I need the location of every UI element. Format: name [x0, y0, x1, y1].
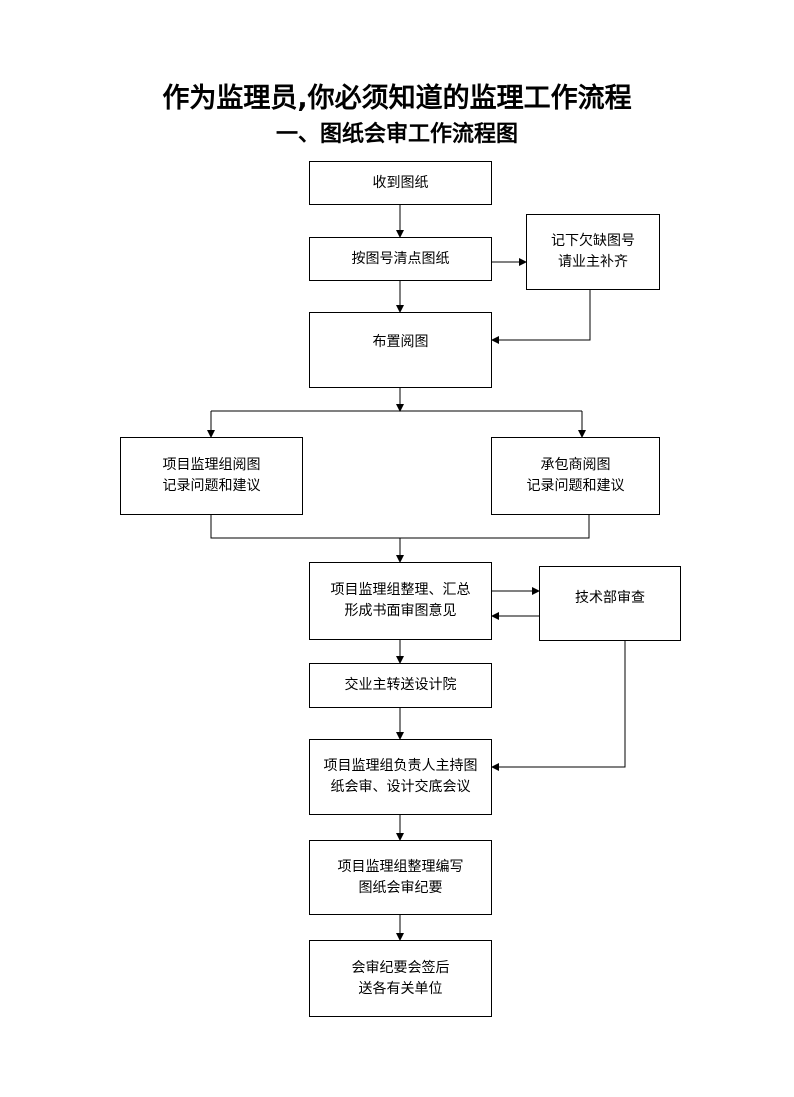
node-label-line2: 形成书面审图意见	[344, 603, 457, 619]
node-check-drawings: 按图号清点图纸	[309, 237, 492, 281]
node-label-line2: 请业主补齐	[558, 254, 628, 270]
arrow-tech-to-meeting	[491, 641, 626, 771]
node-contractor-review: 承包商阅图 记录问题和建议	[491, 437, 660, 515]
node-label-line1: 项目监理组整理编写	[337, 858, 464, 875]
node-review-meeting: 项目监理组负责人主持图 纸会审、设计交底会议	[309, 739, 492, 815]
node-label-line1: 项目监理组整理、汇总	[330, 582, 471, 598]
node-label-line2: 记录问题和建议	[526, 478, 625, 494]
page-title: 作为监理员,你必须知道的监理工作流程	[162, 83, 632, 114]
node-label: 布置阅图	[372, 334, 429, 350]
node-label-line2: 纸会审、设计交底会议	[330, 779, 471, 795]
merge-line	[210, 515, 590, 539]
node-supervisor-review: 项目监理组阅图 记录问题和建议	[120, 437, 303, 515]
arrow-missing-to-arrange	[491, 290, 591, 344]
node-meeting-minutes: 项目监理组整理编写 图纸会审纪要	[309, 840, 492, 915]
node-arrange-reading: 布置阅图	[309, 312, 492, 388]
node-label-line1: 项目监理组阅图	[162, 457, 261, 473]
node-label: 收到图纸	[372, 174, 429, 191]
node-label: 按图号清点图纸	[351, 250, 450, 267]
node-distribute-minutes: 会审纪要会签后 送各有关单位	[309, 940, 492, 1017]
node-label-line2: 记录问题和建议	[162, 478, 261, 494]
node-label: 技术部审查	[575, 590, 645, 606]
node-tech-dept-review: 技术部审查	[539, 566, 681, 641]
node-receive-drawings: 收到图纸	[309, 161, 492, 205]
node-label-line1: 项目监理组负责人主持图	[323, 758, 478, 774]
page-subtitle: 一、图纸会审工作流程图	[275, 122, 518, 147]
node-compile-opinions: 项目监理组整理、汇总 形成书面审图意见	[309, 562, 492, 640]
node-label-line1: 会审纪要会签后	[351, 959, 450, 976]
node-label-line1: 记下欠缺图号	[551, 233, 635, 249]
node-missing-drawings: 记下欠缺图号 请业主补齐	[526, 214, 660, 290]
node-label-line2: 送各有关单位	[358, 980, 443, 997]
node-label: 交业主转送设计院	[344, 677, 457, 693]
node-forward-design-institute: 交业主转送设计院	[309, 663, 492, 708]
node-label-line1: 承包商阅图	[540, 457, 611, 473]
node-label-line2: 图纸会审纪要	[358, 879, 443, 896]
